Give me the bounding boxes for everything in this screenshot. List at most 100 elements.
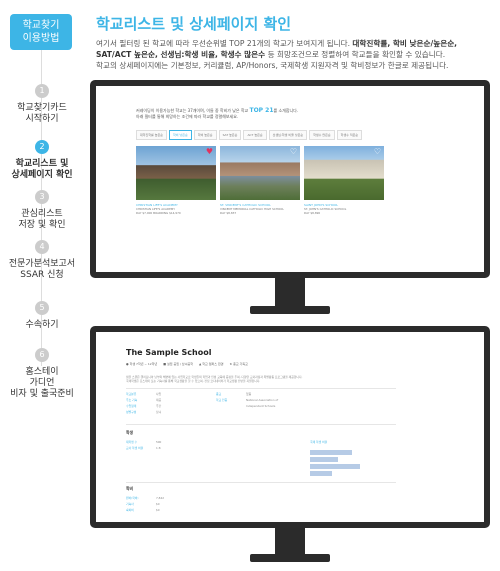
kv-row: 학교 인증 National Association of bbox=[216, 398, 278, 402]
desc-text: 학교의 상세페이지에는 기본정보, 커리큘럼, AP/Honors, 국제학생 … bbox=[96, 61, 449, 70]
school-detail-page: The Sample School ● 학생 7학년 ~ 12학년 ■ 설립 공… bbox=[96, 332, 484, 522]
desc-text: 여기서 필터링 된 학교에 따라 우선순위별 TOP 21개의 학교가 보여지게… bbox=[96, 39, 353, 48]
monitor-detail: The Sample School ● 학생 7학년 ~ 12학년 ■ 설립 공… bbox=[90, 326, 490, 566]
monitor-base bbox=[250, 554, 330, 562]
page-description: 여기서 필터링 된 학교에 따라 우선순위별 TOP 21개의 학교가 보여지게… bbox=[96, 38, 488, 71]
school-card[interactable]: ♡ SAINT JOHN'S SCHOOL ST. JOHN'S CATHOLI… bbox=[304, 146, 384, 215]
step-2[interactable]: 2 학교리스트 및 상세페이지 확인 bbox=[0, 140, 84, 181]
school-tuition: DAY $8,890 bbox=[304, 211, 321, 215]
summary-text: 샘플 스쿨은 캘리포니아 남부의 해변에 있는 사립학교로 학생들의 학업과 인… bbox=[126, 375, 303, 379]
kv-key: 주소 기숙 bbox=[126, 398, 138, 402]
sort-tab[interactable]: 대학진학률 높은순 bbox=[136, 130, 168, 140]
kv-value: National Association of bbox=[246, 398, 279, 402]
school-info-row: ● 학생 7학년 ~ 12학년 ■ 설립 공립 / 남녀공학 ▲ 학교 캠퍼스 … bbox=[126, 362, 248, 366]
kv-value: $0 bbox=[156, 502, 160, 506]
step-label: 홈스테이 가디언 비자 및 출국준비 bbox=[10, 367, 74, 399]
step-1[interactable]: 1 학교찾기카드 시작하기 bbox=[0, 84, 84, 125]
intro-text: 커레이딩이 이용가능한 학교는 37개이며, 이들 중 학비가 낮은 학교 bbox=[136, 108, 250, 113]
step-label: 전문가분석보고서 SSAR 신청 bbox=[8, 259, 76, 280]
school-title: The Sample School bbox=[126, 348, 212, 357]
step-number: 4 bbox=[35, 240, 49, 254]
section-title-students: 학생 bbox=[126, 430, 133, 435]
monitor-base bbox=[250, 306, 330, 314]
step-5[interactable]: 5 수속하기 bbox=[0, 301, 84, 331]
info-item: ▲ 학교 캠퍼스 환경 bbox=[198, 362, 224, 366]
step-6[interactable]: 6 홈스테이 가디언 비자 및 출국준비 bbox=[0, 348, 84, 400]
kv-value: Independent Schools bbox=[246, 404, 276, 408]
kv-value: 주간 bbox=[156, 404, 162, 408]
kv-row: 숙박비$0 bbox=[126, 508, 160, 512]
step-number: 6 bbox=[35, 348, 49, 362]
kv-row: 원비(학비)7,842 bbox=[126, 496, 164, 500]
school-subname: CHRISTIAN LIFE'S ACADEMY bbox=[136, 207, 175, 211]
sort-tab[interactable]: 학생수 적은순 bbox=[336, 130, 363, 140]
school-name: ST. VINCENT'S CATHOLIC SCHOOL bbox=[220, 203, 271, 207]
sort-tab[interactable]: 학생수 많은순 bbox=[309, 130, 335, 140]
monitor-screen: 커레이딩이 이용가능한 학교는 37개이며, 이들 중 학비가 낮은 학교 TO… bbox=[90, 80, 490, 278]
desc-text: 등 희망조건으로 정렬하여 학교들을 확인할 수 있습니다. bbox=[265, 50, 446, 59]
divider bbox=[126, 388, 396, 389]
chart-bar bbox=[310, 450, 352, 455]
step-3[interactable]: 3 관심리스트 저장 및 확인 bbox=[0, 190, 84, 231]
school-card[interactable]: ♡ ST. VINCENT'S CATHOLIC SCHOOL VINCENT … bbox=[220, 146, 300, 215]
chart-bar bbox=[310, 464, 360, 469]
monitor-neck bbox=[275, 278, 305, 306]
sort-tab[interactable]: ACT 높은순 bbox=[243, 130, 267, 140]
step-number: 5 bbox=[35, 301, 49, 315]
kv-row: 기숙사$0 bbox=[126, 502, 160, 506]
chart-bar bbox=[310, 471, 332, 476]
kv-key: 수업형태 bbox=[126, 404, 137, 408]
kv-key: 종교 bbox=[216, 392, 222, 396]
kv-value: 7,842 bbox=[156, 496, 165, 500]
step-number: 2 bbox=[35, 140, 49, 154]
sort-tab-active[interactable]: 학비 낮은순 bbox=[169, 130, 192, 140]
sort-tab[interactable]: SAT 높은순 bbox=[218, 130, 242, 140]
step-label: 학교리스트 및 상세페이지 확인 bbox=[11, 159, 73, 180]
heart-icon[interactable]: ♡ bbox=[289, 147, 297, 156]
sort-tab[interactable]: 학비 높은순 bbox=[193, 130, 217, 140]
school-tuition: DAY $8,837 bbox=[220, 211, 237, 215]
page-title: 학교리스트 및 상세페이지 확인 bbox=[96, 15, 292, 33]
kv-key: 재학생 수 bbox=[126, 440, 138, 444]
step-4[interactable]: 4 전문가분석보고서 SSAR 신청 bbox=[0, 240, 84, 281]
step-label: 관심리스트 저장 및 확인 bbox=[18, 209, 66, 230]
school-tuition: DAY $7,000 BOARDING $14,970 bbox=[136, 211, 181, 215]
monitor-list: 커레이딩이 이용가능한 학교는 37개이며, 이들 중 학비가 낮은 학교 TO… bbox=[90, 80, 490, 316]
chart-bar bbox=[310, 457, 338, 462]
school-name: CHRISTIAN LIFE'S ACADEMY bbox=[136, 203, 178, 207]
monitor-neck bbox=[275, 528, 305, 554]
kv-row: 주소 기숙 제공 bbox=[126, 398, 161, 402]
sort-tabs: 대학진학률 높은순 학비 낮은순 학비 높은순 SAT 높은순 ACT 높은순 … bbox=[136, 130, 363, 140]
kv-value: 없음 bbox=[246, 392, 252, 396]
kv-key: 교사 학생 비율 bbox=[126, 446, 144, 450]
school-subname: ST. JOHN'S CATHOLIC SCHOOL bbox=[304, 207, 347, 211]
sort-tab[interactable]: 선생님:학생 비율 낮은순 bbox=[268, 130, 308, 140]
school-list-page: 커레이딩이 이용가능한 학교는 37개이며, 이들 중 학비가 낮은 학교 TO… bbox=[96, 86, 484, 272]
school-photo: ♡ bbox=[220, 146, 300, 200]
chart-label: 국제 학생 비율 bbox=[310, 440, 327, 444]
intro-text: 를 소개합니다. bbox=[273, 108, 299, 113]
divider bbox=[126, 482, 396, 483]
kv-row: 수업형태 주간 bbox=[126, 404, 161, 408]
kv-value: 제공 bbox=[156, 398, 162, 402]
chart-label-text: 국제 학생 비율 bbox=[310, 440, 328, 444]
kv-key: 학교 인증 bbox=[216, 398, 228, 402]
heart-icon[interactable]: ♡ bbox=[373, 147, 381, 156]
school-summary: 샘플 스쿨은 캘리포니아 남부의 해변에 있는 사립학교로 학생들의 학업과 인… bbox=[126, 375, 396, 383]
kv-value: 남녀 bbox=[156, 410, 162, 414]
sidebar: 학교찾기 이용방법 1 학교찾기카드 시작하기 2 학교리스트 및 상세페이지 … bbox=[0, 0, 84, 571]
step-label: 학교찾기카드 시작하기 bbox=[17, 103, 67, 124]
heart-icon[interactable]: ♥ bbox=[205, 147, 213, 156]
kv-row: 종교 없음 bbox=[216, 392, 251, 396]
kv-key: 숙박비 bbox=[126, 508, 134, 512]
intro-text: 아래 필터를 통해 희망하는 조건에 따라 학교를 정렬해보세요. bbox=[136, 114, 239, 119]
kv-row: 재학생 수 500 bbox=[126, 440, 161, 444]
divider bbox=[126, 424, 396, 425]
info-item: ● 학생 7학년 ~ 12학년 bbox=[126, 362, 158, 366]
school-card[interactable]: ♥ CHRISTIAN LIFE'S ACADEMY CHRISTIAN LIF… bbox=[136, 146, 216, 215]
kv-value: 500 bbox=[156, 440, 162, 444]
school-photo: ♥ bbox=[136, 146, 216, 200]
